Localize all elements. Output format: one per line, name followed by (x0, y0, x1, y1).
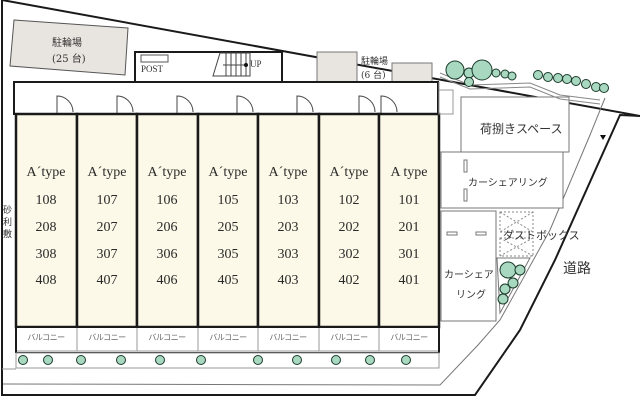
gravel-label: 砂利敷 (3, 206, 13, 240)
balconies (15, 326, 440, 352)
room-number: 207 (96, 220, 118, 235)
dust-box-label: ダストボックス (503, 229, 580, 242)
stairs-icon (212, 52, 251, 77)
unit-type: A´type (26, 165, 66, 180)
stairs-label: UP (250, 59, 262, 69)
car-sharing-1-label: カーシェアリング (468, 178, 548, 189)
arrow-icon (600, 135, 606, 140)
post-label: POST (141, 64, 164, 74)
balcony-label: バルコニー (269, 333, 307, 342)
car-sharing-1 (440, 151, 564, 209)
post-box (140, 54, 169, 63)
road-edge (1, 97, 606, 386)
room-number: 307 (96, 247, 118, 262)
room-number: 107 (96, 193, 118, 208)
road-label: 道路 (563, 261, 591, 277)
room-number: 402 (338, 273, 360, 288)
balcony-label: バルコニー (330, 333, 368, 342)
room-number: 308 (35, 247, 57, 262)
entrance-hall (134, 51, 283, 82)
room-number: 102 (338, 193, 360, 208)
unit-type: A´type (147, 165, 187, 180)
bicycle-parking-small-count: (6 台) (361, 71, 386, 81)
dust-box (499, 211, 534, 257)
balcony-label: バルコニー (390, 333, 428, 342)
room-number: 103 (277, 193, 299, 208)
unit-type: A type (390, 165, 428, 180)
unloading-space-label: 荷捌きスペース (480, 122, 563, 136)
room-number: 205 (217, 220, 239, 235)
room-number: 206 (156, 220, 178, 235)
room-number: 106 (156, 193, 178, 208)
room-number: 302 (338, 247, 360, 262)
corner-trees (497, 261, 526, 305)
unit-blocks (14, 112, 441, 329)
bicycle-parking-large (9, 19, 129, 76)
car-sharing-2 (440, 210, 497, 322)
room-number: 203 (277, 220, 299, 235)
car-sharing-2-label-line2: リング (456, 290, 486, 301)
room-number: 303 (277, 247, 299, 262)
balcony-label: バルコニー (27, 333, 65, 342)
room-number: 208 (35, 220, 57, 235)
bicycle-parking-small-b (391, 62, 433, 83)
room-number: 408 (35, 273, 57, 288)
unit-type: A´type (268, 165, 308, 180)
room-number: 403 (277, 273, 299, 288)
unit-type: A´type (208, 165, 248, 180)
room-number: 405 (217, 273, 239, 288)
room-number: 407 (96, 273, 118, 288)
tree-icons (18, 355, 411, 365)
bicycle-parking-small-a (316, 51, 358, 83)
bicycle-parking-large-count: (25 台) (52, 54, 86, 65)
car-sharing-2-label-line1: カーシェア (444, 270, 494, 281)
room-number: 401 (398, 273, 420, 288)
balcony-label: バルコニー (209, 333, 247, 342)
room-number: 305 (217, 247, 239, 262)
bicycle-parking-large-label: 駐輪場 (52, 38, 82, 49)
room-number: 202 (338, 220, 360, 235)
room-number: 306 (156, 247, 178, 262)
room-number: 101 (398, 193, 420, 208)
north-trees (445, 59, 609, 93)
unit-type: A´type (87, 165, 127, 180)
room-number: 105 (217, 193, 239, 208)
bicycle-parking-small-label: 駐輪場 (361, 57, 389, 67)
unit-type: A´type (329, 165, 369, 180)
room-number: 406 (156, 273, 178, 288)
door-icons (56, 95, 398, 114)
balcony-label: バルコニー (88, 333, 126, 342)
balcony-label: バルコニー (148, 333, 186, 342)
room-number: 301 (398, 247, 420, 262)
room-number: 108 (35, 193, 57, 208)
room-number: 201 (398, 220, 420, 235)
